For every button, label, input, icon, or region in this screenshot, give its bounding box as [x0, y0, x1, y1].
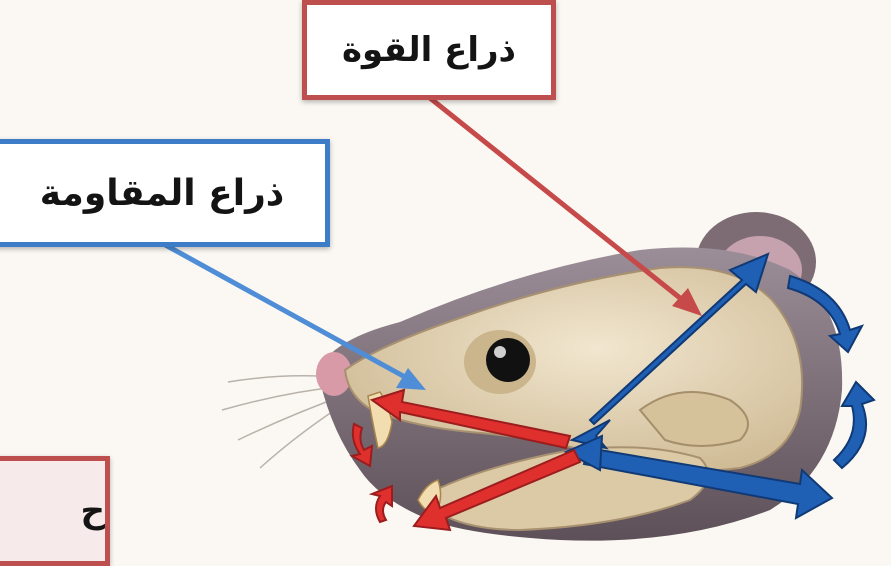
partial-label-box: ح: [0, 456, 110, 566]
force-arm-label-box: ذراع القوة: [302, 0, 556, 100]
force-arm-label: ذراع القوة: [342, 30, 516, 70]
pointer-resistance-arm: [160, 242, 426, 390]
resistance-arm-label-box: ذراع المقاومة: [0, 139, 330, 247]
red-small-arrow-bottom: [372, 486, 392, 522]
resistance-arm-label: ذراع المقاومة: [40, 173, 285, 214]
partial-label: ح: [80, 491, 105, 531]
eye: [464, 330, 536, 394]
